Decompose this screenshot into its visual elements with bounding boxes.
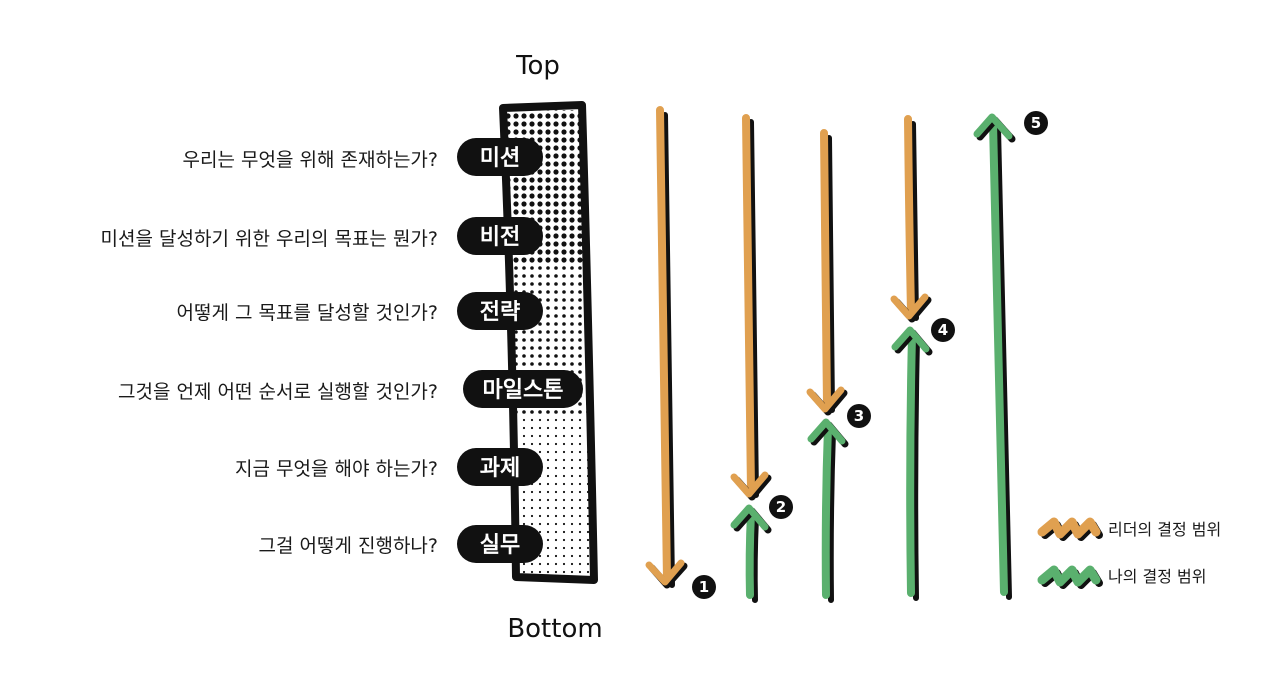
question-mission: 우리는 무엇을 위해 존재하는가? (183, 149, 438, 171)
mine-arrow-3 (821, 423, 832, 599)
pill-vision-label: 비전 (480, 225, 520, 250)
pill-task: 과제 (457, 448, 543, 486)
scenario-2: 2 (730, 114, 793, 603)
pill-strategy-label: 전략 (480, 300, 520, 325)
question-milestone: 그것을 언제 어떤 순서로 실행할 것인가? (118, 381, 438, 403)
pill-practice-label: 실무 (480, 533, 520, 558)
mine-arrow-2 (745, 509, 755, 599)
badge-3 (847, 404, 871, 428)
leader-arrow-2 (742, 114, 755, 494)
question-strategy: 어떻게 그 목표를 달성할 것인가? (177, 302, 438, 324)
badge-4 (931, 318, 955, 342)
leader-arrow-1 (656, 106, 671, 584)
scenario-5: 5 (973, 111, 1048, 600)
pill-milestone: 마일스톤 (463, 370, 583, 408)
badge-2 (769, 495, 793, 519)
leader-arrow-4 (904, 115, 915, 317)
leader-arrow-3 (820, 129, 831, 409)
bottom-label: Bottom (507, 614, 602, 644)
badge-1 (692, 575, 716, 599)
badge-3-label: 3 (854, 407, 864, 425)
pill-mission-label: 미션 (480, 146, 520, 171)
mine-arrow-5 (989, 119, 1008, 596)
scenario-1: 1 (645, 106, 716, 599)
scenario-4: 4 (890, 115, 955, 601)
badge-4-label: 4 (938, 321, 948, 339)
pill-vision: 비전 (457, 217, 543, 255)
pill-milestone-label: 마일스톤 (483, 378, 564, 403)
legend-leader: 리더의 결정 범위 (1037, 517, 1221, 541)
question-task: 지금 무엇을 해야 하는가? (235, 458, 438, 480)
badge-1-label: 1 (699, 578, 709, 596)
hierarchy-column (499, 101, 598, 584)
badge-5-label: 5 (1031, 114, 1041, 132)
scenario-3: 3 (806, 129, 871, 603)
legend-mine-label: 나의 결정 범위 (1108, 567, 1207, 586)
pill-task-label: 과제 (480, 456, 520, 481)
question-vision: 미션을 달성하기 위한 우리의 목표는 뭔가? (101, 228, 438, 250)
question-practice: 그걸 어떻게 진행하나? (259, 535, 438, 557)
pill-strategy: 전략 (457, 292, 543, 330)
legend: 리더의 결정 범위 나의 결정 범위 (1037, 517, 1221, 589)
top-label: Top (515, 51, 560, 81)
badge-5 (1024, 111, 1048, 135)
pill-practice: 실무 (457, 525, 543, 563)
mine-arrow-4 (906, 331, 916, 597)
level-pills: 미션 비전 전략 마일스톤 과제 실무 (457, 138, 583, 563)
legend-leader-label: 리더의 결정 범위 (1108, 520, 1221, 539)
badge-2-label: 2 (776, 498, 786, 516)
questions: 우리는 무엇을 위해 존재하는가? 미션을 달성하기 위한 우리의 목표는 뭔가… (101, 149, 438, 557)
legend-mine: 나의 결정 범위 (1037, 565, 1207, 589)
pill-mission: 미션 (457, 138, 543, 176)
